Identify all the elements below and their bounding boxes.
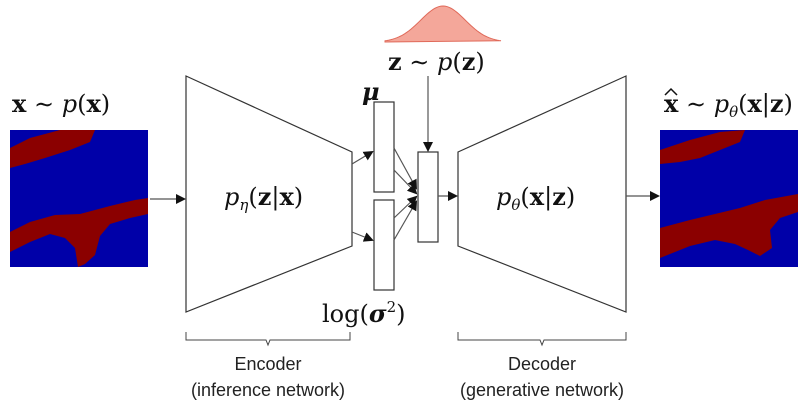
- prior-distribution-label: z ∼ p(z): [388, 47, 485, 76]
- arrow-logvar-to-z-2: [393, 195, 418, 219]
- encoder-brace: [185, 332, 351, 347]
- encoder-caption-subtitle: (inference network): [191, 380, 345, 400]
- arrow-mu-to-z-2: [393, 169, 418, 195]
- encoder-distribution-label: pη(z|x): [224, 182, 303, 214]
- input-image: [10, 130, 148, 267]
- logvar-vector: [373, 199, 395, 291]
- arrow-encoder-to-logvar: [351, 231, 374, 242]
- encoder-block: [185, 75, 353, 313]
- mu-vector: [373, 101, 395, 193]
- output-image: [660, 130, 798, 267]
- decoder-brace: [457, 332, 627, 347]
- arrow-logvar-to-z: [393, 200, 418, 241]
- logvar-label: log(σ2): [322, 298, 405, 328]
- decoder-distribution-label: pθ(x|z): [496, 182, 575, 214]
- z-vector: [417, 151, 439, 243]
- decoder-caption-title: Decoder: [508, 354, 576, 374]
- encoder-caption-title: Encoder: [234, 354, 301, 374]
- arrow-encoder-to-mu: [351, 150, 374, 165]
- decoder-block: [457, 75, 627, 313]
- arrow-mu-to-z: [393, 147, 417, 190]
- decoder-caption-subtitle: (generative network): [460, 380, 624, 400]
- hat-accent-icon: [664, 87, 678, 96]
- svg-text:x ∼ pθ(x|z): x ∼ pθ(x|z): [664, 89, 793, 121]
- mu-label: μ: [362, 77, 380, 106]
- prior-gaussian-icon: [384, 5, 502, 43]
- input-distribution-label: x ∼ p(x): [12, 89, 110, 118]
- output-distribution-label: x ∼ pθ(x|z): [664, 87, 793, 121]
